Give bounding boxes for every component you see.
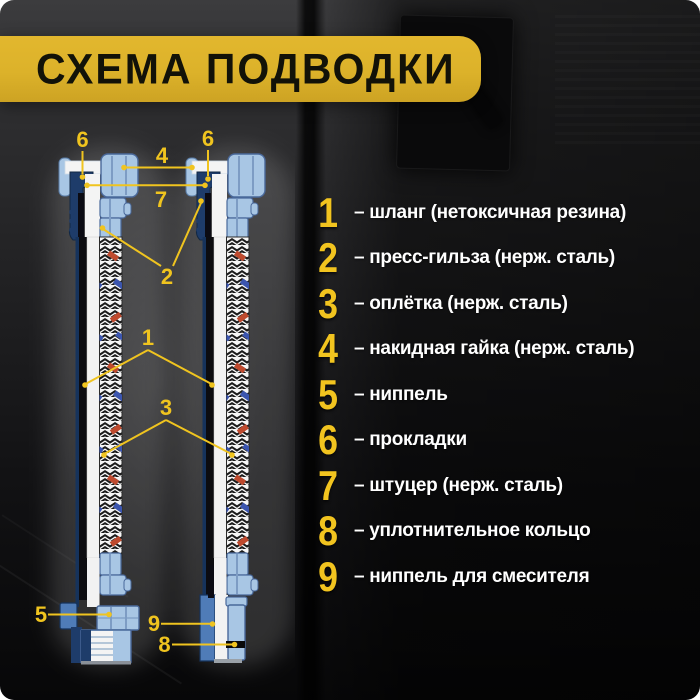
hose-diagram-svg: 6 6 4 7 2 1 bbox=[35, 126, 294, 667]
legend-label: – накидная гайка (нерж. сталь) bbox=[354, 338, 635, 360]
callout-6-right: 6 bbox=[202, 126, 214, 151]
callout-4: 4 bbox=[156, 143, 169, 168]
callout-7: 7 bbox=[155, 187, 167, 212]
legend-item-1: 1 – шланг (нетоксичная резина) bbox=[308, 190, 693, 236]
callout-9: 9 bbox=[148, 611, 160, 636]
legend-number: 6 bbox=[318, 416, 338, 464]
legend-item-2: 2 – пресс-гильза (нерж. сталь) bbox=[308, 236, 693, 282]
legend-number: 7 bbox=[318, 461, 338, 509]
legend-number: 4 bbox=[318, 325, 338, 373]
callout-5: 5 bbox=[35, 602, 47, 627]
legend-number: 2 bbox=[318, 234, 338, 282]
legend-number: 8 bbox=[318, 507, 338, 555]
legend-label: – оплётка (нерж. сталь) bbox=[354, 292, 568, 314]
page-title: СХЕМА ПОДВОДКИ bbox=[36, 44, 456, 93]
legend-number: 1 bbox=[318, 188, 338, 236]
legend-item-8: 8 – уплотнительное кольцо bbox=[308, 509, 693, 555]
legend-label: – ниппель для смесителя bbox=[354, 565, 590, 587]
background-wall-texture bbox=[555, 15, 700, 145]
legend-item-3: 3 – оплётка (нерж. сталь) bbox=[308, 281, 693, 327]
callout-8: 8 bbox=[158, 632, 170, 657]
legend-item-5: 5 – ниппель bbox=[308, 372, 693, 418]
hose-left bbox=[58, 153, 140, 665]
legend-number: 9 bbox=[318, 552, 338, 600]
legend-item-4: 4 – накидная гайка (нерж. сталь) bbox=[308, 327, 693, 373]
legend-item-9: 9 – ниппель для смесителя bbox=[308, 554, 693, 600]
legend-label: – уплотнительное кольцо bbox=[354, 520, 591, 542]
callout-1: 1 bbox=[142, 325, 154, 350]
legend-item-7: 7 – штуцер (нерж. сталь) bbox=[308, 463, 693, 509]
legend-label: – штуцер (нерж. сталь) bbox=[354, 474, 563, 496]
legend-number: 3 bbox=[318, 279, 338, 327]
callouts: 6 6 4 7 2 1 bbox=[35, 126, 238, 657]
parts-legend: 1 – шланг (нетоксичная резина) 2 – пресс… bbox=[308, 190, 693, 600]
callout-6-left: 6 bbox=[76, 127, 88, 152]
title-banner: СХЕМА ПОДВОДКИ bbox=[0, 36, 481, 102]
legend-label: – прокладки bbox=[354, 429, 467, 451]
callout-2: 2 bbox=[161, 264, 173, 289]
legend-label: – шланг (нетоксичная резина) bbox=[354, 201, 626, 223]
legend-label: – пресс-гильза (нерж. сталь) bbox=[354, 247, 615, 269]
callout-3: 3 bbox=[160, 395, 172, 420]
legend-number: 5 bbox=[318, 370, 338, 418]
legend-item-6: 6 – прокладки bbox=[308, 418, 693, 464]
legend-label: – ниппель bbox=[354, 383, 448, 405]
hose-diagram: 6 6 4 7 2 1 bbox=[15, 125, 295, 695]
